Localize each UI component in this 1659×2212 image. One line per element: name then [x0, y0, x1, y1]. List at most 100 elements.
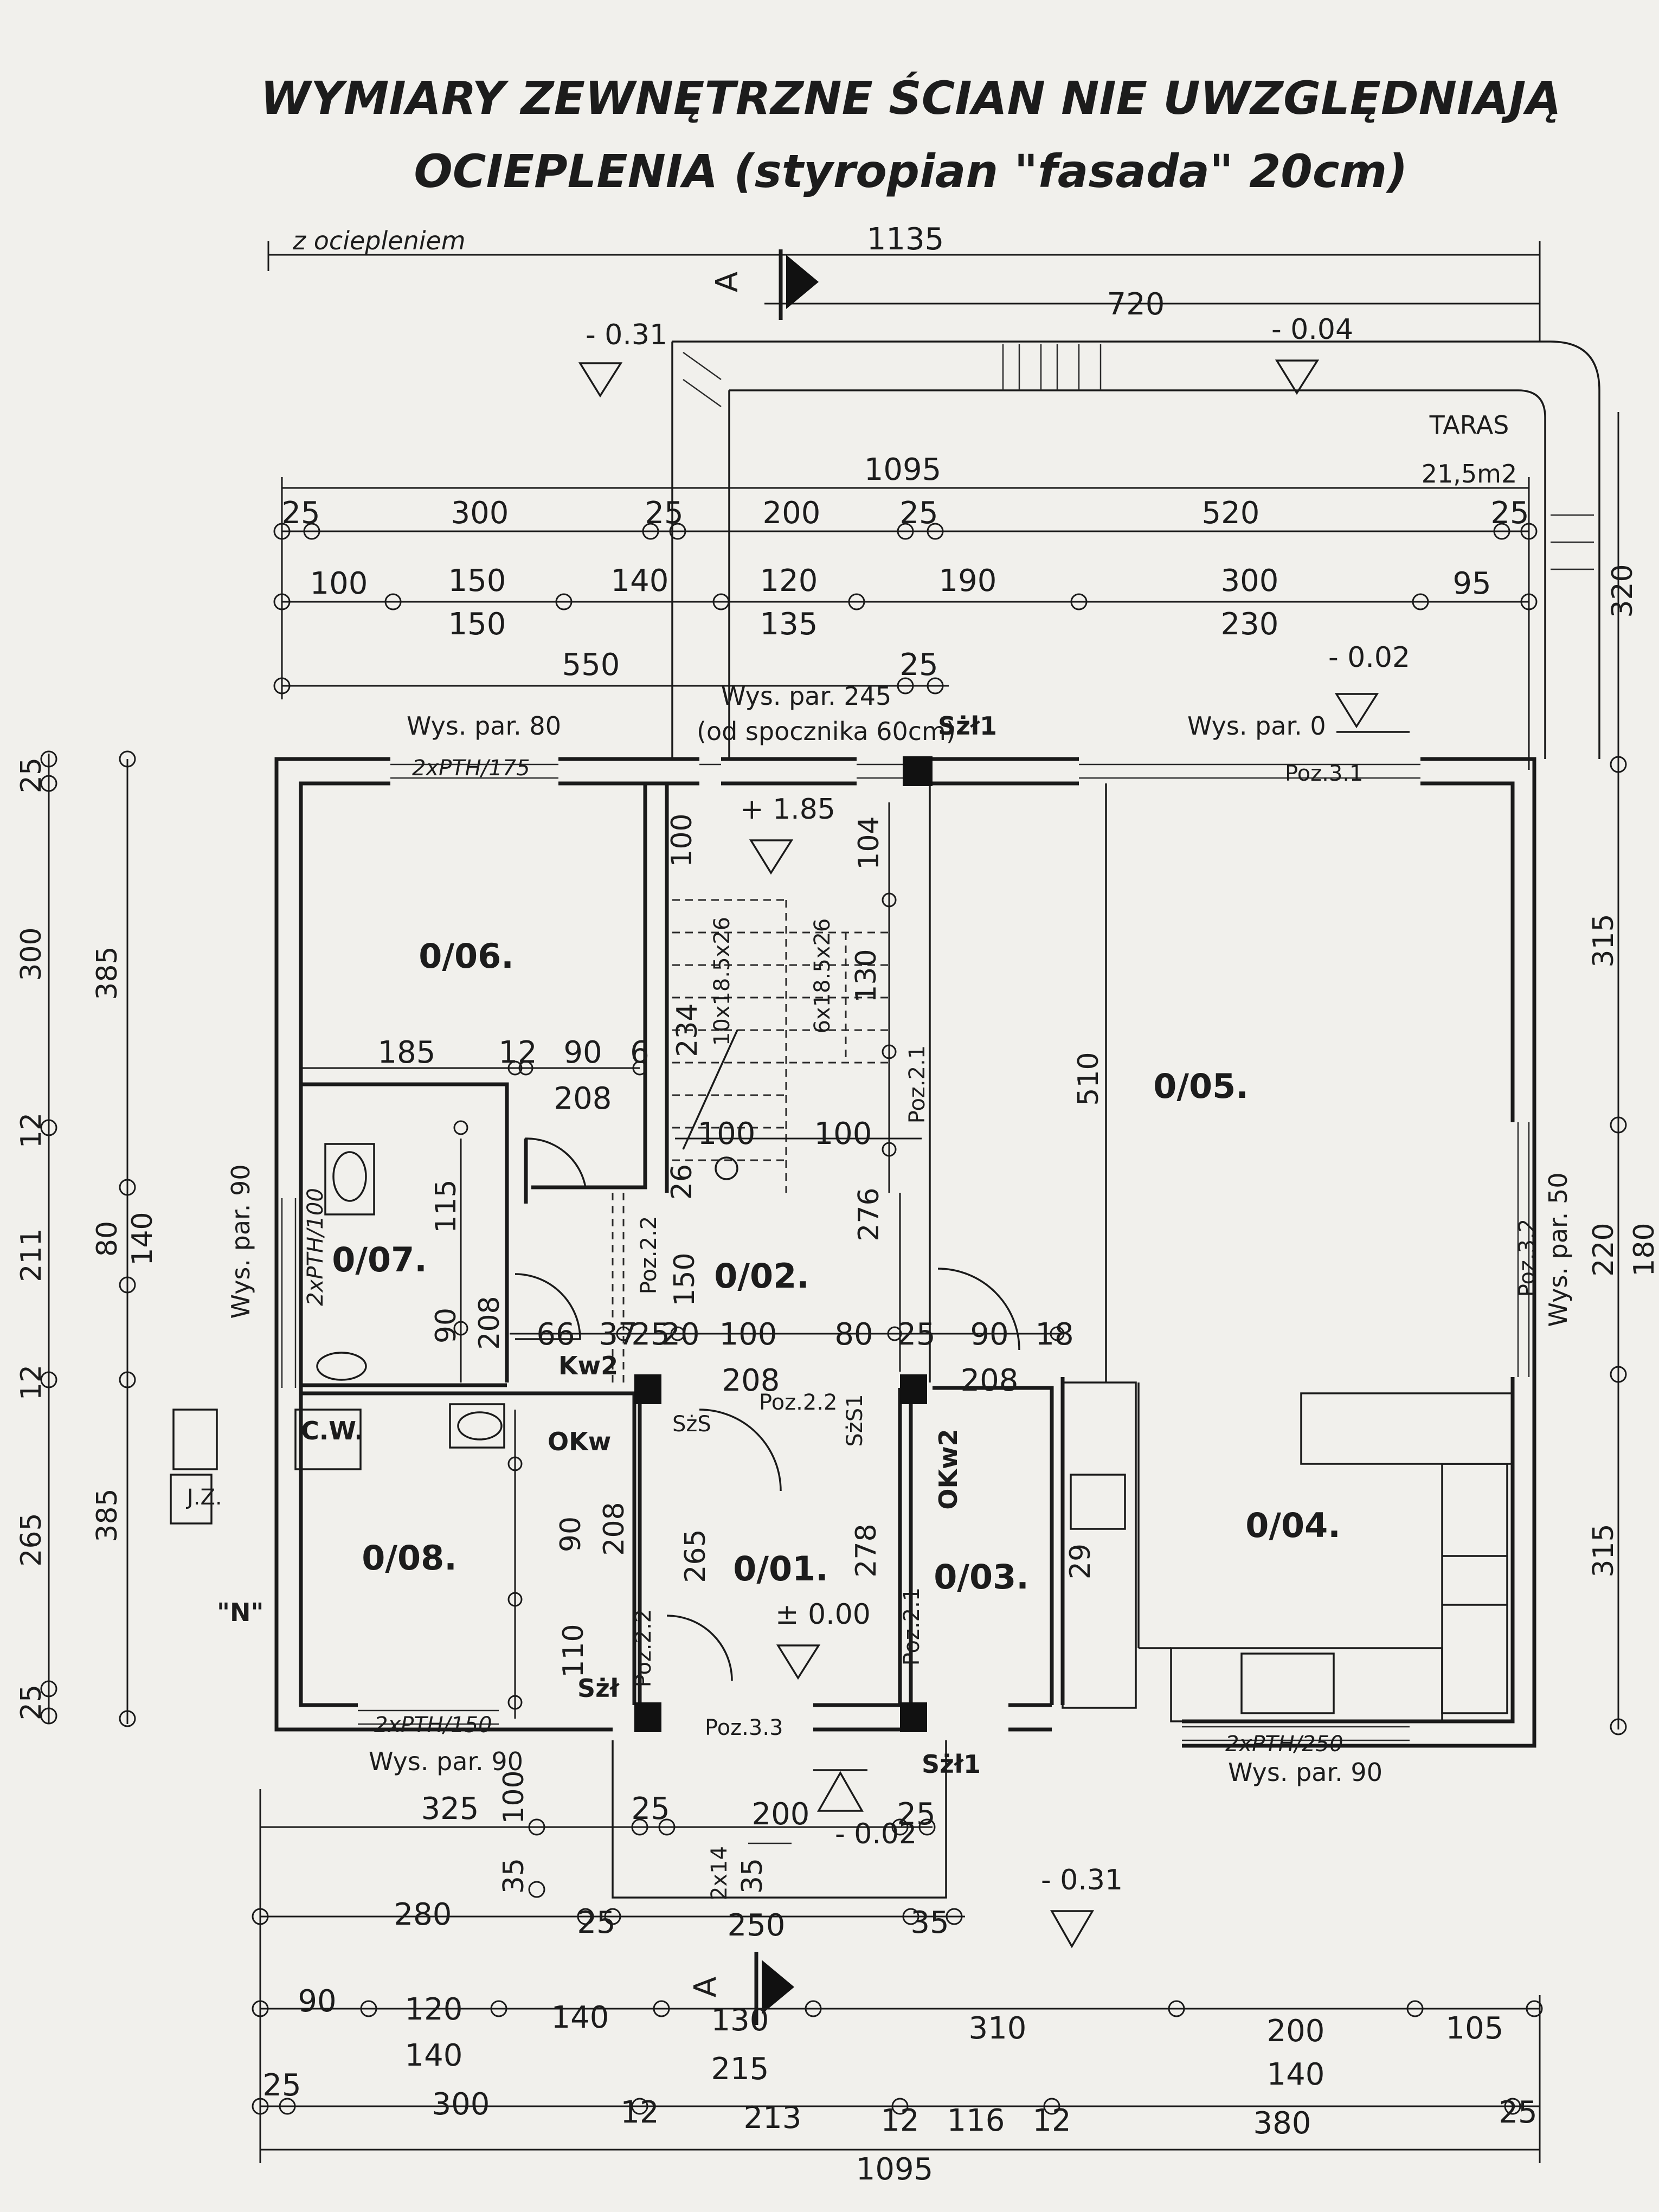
dim-label: 265 [15, 1513, 48, 1566]
dim-12: 12 [498, 1035, 537, 1070]
dim-label: 320 [1606, 564, 1639, 618]
room-0-04: 0/04. [1245, 1506, 1341, 1545]
dim-80: 80 [834, 1317, 873, 1352]
cw-label: C.W. [301, 1416, 364, 1445]
level-label: - 0.02 [1328, 641, 1410, 674]
dim-25b: 25 [897, 1317, 935, 1352]
poz-2-2-b: Poz.2.2 [759, 1390, 838, 1415]
level-label: + 1.85 [740, 793, 835, 826]
wys-par-90-bottom-left: Wys. par. 90 [369, 1747, 523, 1776]
north-label: "N" [217, 1598, 263, 1627]
room-0-02: 0/02. [714, 1256, 809, 1296]
dim-label: 80 [91, 1221, 124, 1257]
poz-3-3: Poz.3.3 [705, 1715, 783, 1740]
dim-label: 100 [310, 566, 368, 601]
dim-label: 180 [1628, 1223, 1659, 1276]
z-ociepleniem-label: z ociepleniem [292, 226, 466, 255]
right-dimension-lines [1610, 770, 1627, 1735]
dim-150: 150 [668, 1252, 701, 1306]
dim-label: 213 [744, 2100, 802, 2136]
bottom-dimension-lines [252, 1789, 1543, 2163]
dim-66: 66 [536, 1317, 575, 1352]
stair-dim-234: 234 [671, 1003, 704, 1057]
terrace-area: 21,5m2 [1422, 459, 1517, 488]
dim-label: 25 [15, 1684, 48, 1720]
dim-90d: 90 [555, 1516, 587, 1552]
dim-208c: 208 [722, 1363, 780, 1398]
room-0-01: 0/01. [733, 1549, 828, 1589]
bathroom-fixtures [170, 1143, 505, 1525]
od-spocznika: (od spocznika 60cm) [697, 717, 956, 746]
section-mark-bottom: A [688, 1952, 794, 2025]
dim-label: 215 [711, 2052, 769, 2087]
dim-total-top: 1135 [867, 222, 944, 257]
dim-278: 278 [850, 1523, 883, 1577]
stair-spec-1: 10x18.5x26 [710, 917, 735, 1046]
dim-208b: 208 [473, 1296, 506, 1349]
kw2: Kw2 [558, 1351, 618, 1380]
dim-208d: 208 [961, 1363, 1019, 1398]
dim-label: 300 [451, 496, 509, 531]
dim-label: 380 [1253, 2106, 1311, 2141]
dim-label: 25 [899, 496, 938, 531]
dim-label: 25 [1499, 2095, 1537, 2130]
dim-100a: 100 [666, 813, 698, 867]
dim-115: 115 [430, 1179, 462, 1233]
dim-label: 25 [577, 1905, 615, 1940]
top-dimension-lines [267, 241, 1541, 770]
kitchen-units [1062, 1381, 1514, 1722]
dim-label: 280 [394, 1897, 452, 1932]
dim-6: 6 [630, 1035, 650, 1070]
interior-walls [301, 783, 1107, 1705]
dim-label: 140 [126, 1212, 159, 1265]
dim-label: 12 [880, 2103, 919, 2138]
dim-label: 116 [947, 2103, 1005, 2138]
dim-label: 105 [1446, 2011, 1504, 2046]
right-dim-320: 320 [1606, 412, 1639, 773]
level-marker-hall: ± 0.00 [775, 1598, 871, 1680]
poz-2-2-c: Poz.2.2 [631, 1609, 656, 1688]
dim-label: 12 [15, 1113, 48, 1148]
poz-2-2-a: Poz.2.2 [636, 1216, 661, 1295]
jz-label: J.Z. [185, 1485, 222, 1510]
pth-100: 2xPTH/100 [303, 1188, 328, 1306]
level-marker-top-right: - 0.04 [1271, 313, 1353, 395]
level-marker-terrace: - 0.02 [1328, 641, 1410, 733]
door-swings [515, 1137, 1020, 1681]
dim-label: 250 [728, 1908, 786, 1943]
wys-par-245: Wys. par. 245 [721, 681, 891, 711]
bottom-dims-row-c2: 140 215 140 [405, 2038, 1325, 2092]
section-letter: A [688, 1977, 723, 1997]
room-0-03: 0/03. [934, 1557, 1029, 1597]
dim-label: 385 [91, 1488, 124, 1542]
dim-label: 300 [15, 927, 48, 981]
dim-25-row4: 25 [899, 647, 938, 683]
dim-208e: 208 [598, 1502, 631, 1555]
structural-piers [634, 756, 933, 1732]
dim-label: 190 [939, 563, 997, 599]
pth-175: 2xPTH/175 [412, 756, 530, 781]
dim-510: 510 [1072, 1052, 1105, 1105]
dim-208a: 208 [554, 1081, 612, 1116]
dim-label: 35 [910, 1905, 949, 1940]
dim-label: 310 [969, 2011, 1027, 2046]
dim-label: 25 [645, 496, 683, 531]
title-line-1: WYMIARY ZEWNĘTRZNE ŚCIAN NIE UWZGLĘDNIAJ… [260, 72, 1561, 125]
dim-37: 37 [599, 1317, 637, 1352]
right-dims: 315 220 180 315 [1587, 914, 1659, 1577]
poz-2-1-top: Poz.2.1 [905, 1045, 930, 1124]
level-label: ± 0.00 [775, 1598, 871, 1631]
staircase: 10x18.5x26 6x18.5x26 130 234 [612, 899, 889, 1382]
dim-label: 25 [262, 2068, 301, 2103]
dim-265: 265 [679, 1529, 712, 1583]
left-dims-outer: 25 300 12 211 12 265 25 [15, 757, 48, 1720]
section-letter: A [710, 272, 745, 292]
dim-label: 35 [736, 1858, 769, 1894]
dim-label: 25 [15, 757, 48, 793]
dim-104: 104 [853, 816, 885, 870]
dim-label: 25 [1490, 496, 1529, 531]
bottom-dims-row-b: 280 25 250 35 [394, 1897, 949, 1943]
top-dim-row-3: 150 135 230 [448, 607, 1279, 642]
dim-label: 100 [498, 1770, 530, 1824]
dim-185: 185 [378, 1035, 436, 1070]
